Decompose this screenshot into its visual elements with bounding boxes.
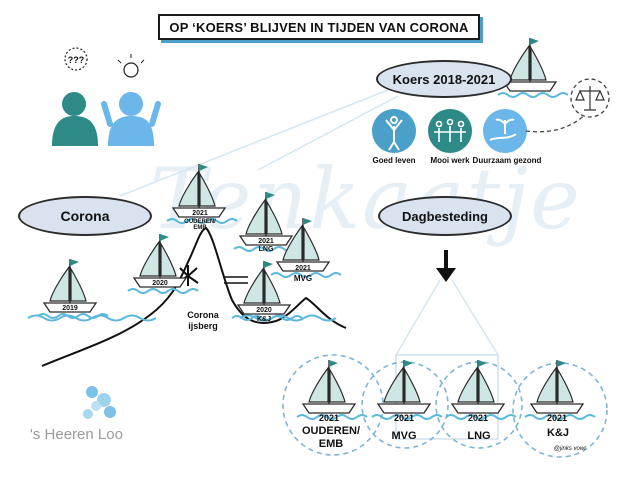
svg-text:???: ??? (68, 55, 85, 65)
boat-year-2021-lng: 2021 (258, 238, 274, 245)
boat-sub-lng: LNG (258, 246, 274, 253)
iceberg-label-line1: Corona (187, 310, 219, 320)
circle-label-ouderen-1: OUDEREN/ (301, 425, 361, 437)
boat-sub-ouderen: OUDEREN/ EMB (184, 219, 216, 232)
corona-label: Corona (60, 208, 110, 224)
pillar-label-duurzaam-gezond: Duurzaam gezond (472, 156, 542, 165)
boat-year-2019: 2019 (62, 305, 78, 312)
koers-pill: Koers 2018-2021 (376, 60, 512, 98)
circle-year-lng: 2021 (467, 413, 489, 423)
dagbesteding-pill: Dagbesteding (378, 196, 512, 236)
page-title: OP ‘KOERS’ BLIJVEN IN TIJDEN VAN CORONA (158, 14, 480, 40)
circle-year-ouderen: 2021 (318, 413, 340, 423)
koers-boat (497, 37, 569, 98)
watermark: Tenkaatje (150, 150, 582, 248)
circle-label-kj: K&J (546, 427, 569, 439)
artist-signature: @jinks vowr (553, 446, 587, 452)
dagbesteding-label: Dagbesteding (402, 208, 488, 224)
boat-sub-kj: K&J (256, 316, 271, 323)
circle-boat-kj (524, 359, 596, 420)
circle-year-mvg: 2021 (393, 413, 415, 423)
boat-year-2020-kj: 2020 (256, 307, 272, 314)
circle-label-mvg: MVG (391, 430, 417, 442)
arrow-down-icon (436, 250, 456, 282)
circle-boat-ouderen (296, 359, 368, 420)
corona-pill: Corona (18, 196, 152, 236)
boat-year-2020-left: 2020 (152, 280, 168, 287)
circle-label-ouderen-2: EMB (318, 438, 344, 450)
enlightened-person-icon (101, 54, 161, 146)
boat-year-2021-ouderen: 2021 (192, 210, 208, 217)
boat-sub-mvg: MVG (293, 274, 313, 283)
circle-kj (512, 362, 608, 458)
sheeren-loo-logo (83, 386, 116, 419)
iceberg-label-line2: ijsberg (188, 321, 218, 331)
confused-person-icon: ??? (52, 47, 98, 146)
pillar-label-mooi-werk: Mooi werk (430, 156, 470, 165)
koers-label: Koers 2018-2021 (392, 71, 496, 87)
circle-label-lng: LNG (467, 430, 491, 442)
circle-year-kj: 2021 (546, 413, 568, 423)
circle-boat-mvg (371, 359, 443, 420)
circle-boat-lng (445, 359, 517, 420)
pillar-label-goed-leven: Goed leven (372, 156, 416, 165)
boat-year-2021-mvg: 2021 (295, 265, 311, 272)
logo-text: 's Heeren Loo (30, 426, 123, 443)
